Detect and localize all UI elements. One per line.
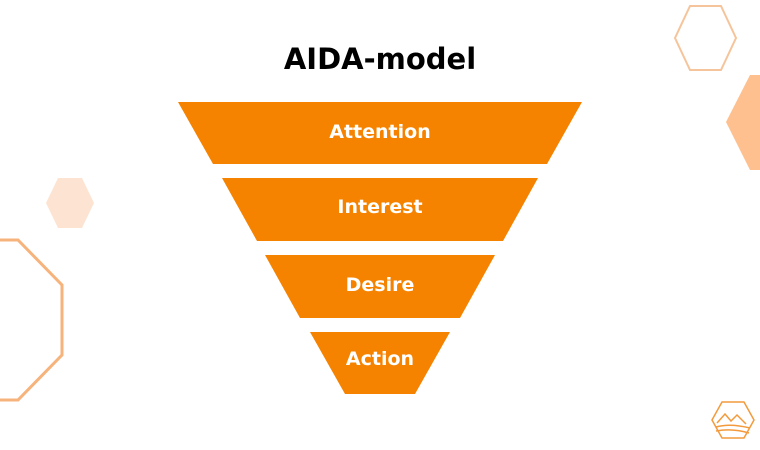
funnel-stage-action	[310, 332, 450, 394]
funnel-stage-attention	[178, 102, 582, 164]
hexagon-outline-top-right	[673, 5, 738, 71]
stage-label-desire: Desire	[345, 274, 415, 296]
page-title: AIDA-model	[283, 42, 477, 76]
stage-label-action: Action	[345, 348, 415, 370]
hexagon-pale-left	[46, 178, 94, 228]
funnel-stage-interest	[222, 178, 538, 241]
funnel-stage-desire	[265, 255, 495, 318]
stage-label-interest: Interest	[337, 196, 423, 218]
logo-icon	[711, 401, 755, 439]
hexagon-outline-left	[0, 238, 64, 402]
hexagon-filled-right	[726, 75, 760, 170]
stage-label-attention: Attention	[329, 121, 431, 143]
